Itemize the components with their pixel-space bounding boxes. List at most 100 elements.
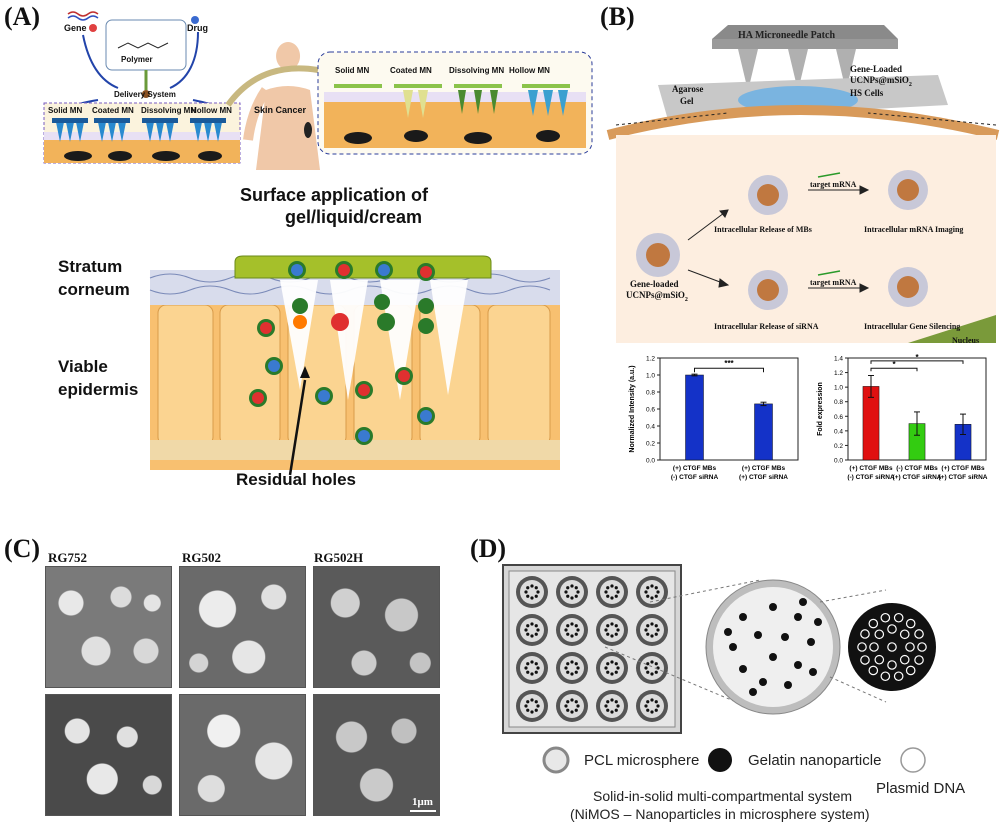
nanoparticle-dot [610,596,614,600]
skin-cross-section [149,255,560,476]
nanoparticle-dot [576,666,580,670]
nanoparticle-dot [610,622,614,626]
nanoparticle-dot [526,700,530,704]
significance-bracket [870,360,964,364]
gelatin-nanoparticle [781,633,789,641]
plasmid-dna [874,654,885,665]
mn-type-hollow: Hollow MN [191,106,232,115]
nanoparticle-dot [614,708,618,712]
nanoparticle-dot [566,594,570,598]
sem-image-rg752-bottom [45,694,172,816]
nanoparticle-dot [534,670,538,674]
gelatin-nanoparticle [729,643,737,651]
nanoparticle-dot [646,662,650,666]
plasmid-dna [914,655,924,665]
y-tick-label: 0.8 [834,399,843,406]
nanoparticle-dot [566,624,570,628]
nanoparticle-dot [526,632,530,636]
nanoparticle-dot [656,704,660,708]
stratum-line1: Stratum [58,257,123,276]
nanoparticle-dot [646,708,650,712]
gene-label: Gene [64,23,87,33]
bar [754,403,773,461]
significance-label: *** [724,359,734,368]
release-sirna-label: Intracellular Release of siRNA [714,322,819,331]
nanoparticle-dot [570,596,574,600]
microsphere-core [640,580,664,604]
microsphere-core [600,694,624,718]
nanoparticle-dot [650,672,654,676]
plasmid-dna [893,671,904,682]
nanoparticle-dot [574,700,578,704]
microsphere-core [560,656,584,680]
plasmid-dna [874,629,885,640]
nanoparticle-dot [604,628,608,632]
microsphere-core [600,618,624,642]
nimos-caption-line2: (NiMOS – Nanoparticles in microsphere sy… [570,806,870,822]
nanoparticle-dot [656,628,660,632]
nanoparticle-dot [614,624,618,628]
y-tick-label: 0.4 [646,424,655,431]
plasmid-dna [905,642,915,652]
nanoparticle-dot [530,596,534,600]
plasmid-dna [899,629,910,640]
nanoparticle-dot [606,662,610,666]
plasmid-dna [868,665,879,676]
nanoparticle-dot [616,590,620,594]
nanoparticle-dot [574,662,578,666]
nanoparticle-dot [646,586,650,590]
nimos-diagram [502,564,936,734]
gelatin-nanoparticle [769,603,777,611]
nanoparticle-dot [536,590,540,594]
target-mrna-top: target mRNA [810,180,857,189]
nanoparticle-dot [530,584,534,588]
panel-b-diagram [606,25,1000,343]
y-tick-label: 1.2 [834,370,843,377]
nanoparticle-dot [604,590,608,594]
microsphere-core [520,580,544,604]
nanoparticle-dot [606,708,610,712]
plasmid-dna [899,654,910,665]
x-tick-label: (+) CTGF siRNA [939,474,988,481]
nanoparticle-dot [650,596,654,600]
nanoparticle-dot [644,704,648,708]
gelatin-nanoparticle [754,631,762,639]
y-tick-label: 1.0 [646,373,655,380]
nanoparticle-dot [534,632,538,636]
gelatin-nanoparticle [784,681,792,689]
gelatin-nanoparticle [739,613,747,621]
gene-loaded-line1: Gene-Loaded [850,64,903,74]
scale-bar [410,810,436,812]
plasmid-dna [880,671,891,682]
legend-plasmid-icon [900,747,926,773]
y-tick-label: 0.2 [834,443,843,450]
sem-image-rg502-top [179,566,306,688]
plasmid-dna [905,618,916,629]
microsphere-core [560,580,584,604]
nanoparticle-dot [614,586,618,590]
left-particle-line2-text: UCNPs@mSiO [626,290,685,300]
sem-image-rg752-top [45,566,172,688]
nanoparticle-dot [526,662,530,666]
plasmid-dna [914,629,924,639]
gel-label: Gel [680,96,694,106]
panel-a-label: (A) [4,2,41,31]
microsphere-core [560,618,584,642]
microsphere-core [600,656,624,680]
nimos-caption-line1: Solid-in-solid multi-compartmental syste… [593,788,853,804]
significance-label: * [892,360,896,369]
nanoparticle-dot [654,662,658,666]
nanoparticle-dot [650,622,654,626]
nanoparticle-dot [606,594,610,598]
gelatin-nanoparticle [809,668,817,676]
nanoparticle-dot [606,700,610,704]
sem-column-rg752: RG752 [48,550,87,565]
legend-plasmid-label: Plasmid DNA [876,780,966,797]
x-tick-label: (+) CTGF siRNA [739,474,788,481]
nanoparticle-dot [534,594,538,598]
legend-gelatin-label: Gelatin nanoparticle [748,752,882,769]
nanoparticle-dot [574,708,578,712]
nanoparticle-dot [534,700,538,704]
nanoparticle-dot [644,666,648,670]
y-tick-label: 0.8 [646,390,655,397]
